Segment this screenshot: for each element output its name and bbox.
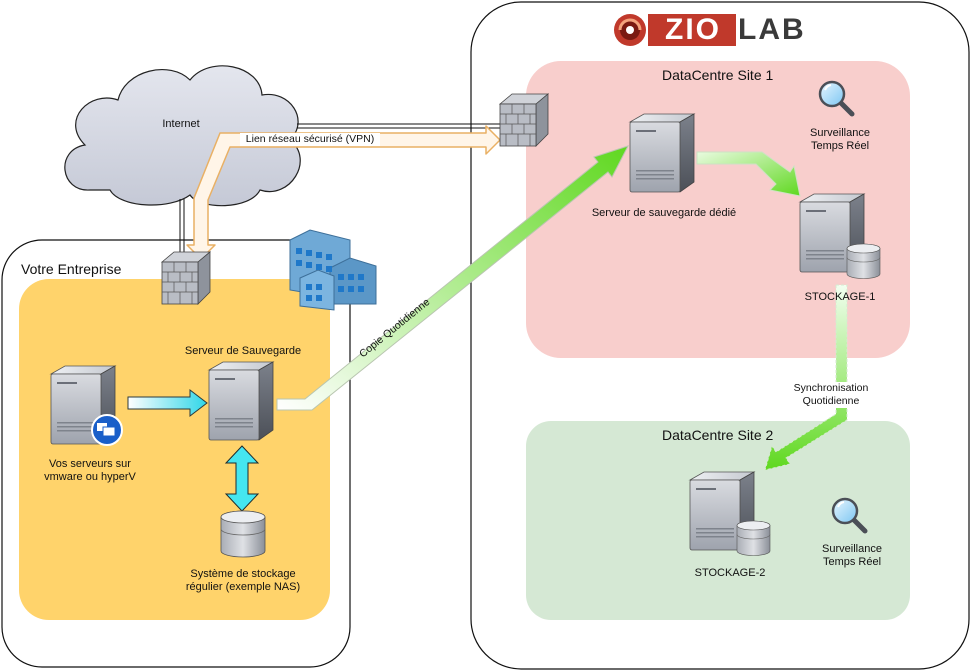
building-icon — [289, 229, 377, 311]
vm-badge-icon — [91, 414, 123, 446]
site1-zone — [526, 61, 910, 358]
site1-title: DataCentre Site 1 — [662, 67, 774, 83]
nas-label: Système de stockage régulier (exemple NA… — [170, 568, 316, 594]
site1-monitoring-line2: Temps Réel — [810, 140, 870, 152]
firewall-icon — [161, 251, 211, 305]
logo-red-block — [648, 14, 736, 46]
database-icon — [736, 520, 771, 556]
vpn-label: Lien réseau sécurisé (VPN) — [240, 133, 380, 146]
site2-monitoring-line2: Temps Réel — [822, 556, 882, 568]
database-icon — [220, 510, 266, 558]
site1-monitoring-label: Surveillance Temps Réel — [796, 127, 884, 153]
server-icon — [208, 361, 274, 441]
sync-arrow — [764, 284, 848, 471]
nas-line2: régulier (exemple NAS) — [185, 581, 301, 593]
sync-label: Synchronisation Quotidienne — [780, 382, 882, 408]
storage1-label: STOCKAGE-1 — [804, 291, 876, 303]
logo-zio: ZIO — [665, 13, 721, 46]
backup-server-label: Serveur de Sauvegarde — [184, 345, 302, 357]
site2-monitoring-label: Surveillance Temps Réel — [808, 543, 896, 569]
vm-servers-line2: vmware ou hyperV — [44, 471, 136, 483]
enterprise-title: Votre Entreprise — [21, 261, 122, 277]
site1-internal-arrow — [696, 151, 801, 197]
nas-line1: Système de stockage — [190, 568, 296, 580]
site1-monitoring-line1: Surveillance — [810, 127, 870, 139]
site2-monitoring-line1: Surveillance — [822, 543, 882, 555]
copy-daily-arrow — [276, 145, 630, 411]
vm-to-backup-arrow — [127, 388, 208, 418]
site2-title: DataCentre Site 2 — [662, 427, 774, 443]
internet-label: Internet — [162, 118, 200, 130]
logo-lab: LAB — [738, 13, 806, 46]
ziolab-logo-swirl — [614, 14, 646, 46]
firewall-icon — [499, 93, 549, 147]
database-icon — [846, 243, 881, 279]
vm-servers-line1: Vos serveurs sur — [49, 458, 131, 470]
sync-line1: Synchronisation — [793, 382, 869, 394]
storage2-label: STOCKAGE-2 — [694, 567, 766, 579]
server-icon — [629, 113, 695, 193]
dedicated-server-label: Serveur de sauvegarde dédié — [591, 207, 737, 219]
vm-servers-label: Vos serveurs sur vmware ou hyperV — [30, 458, 150, 484]
sync-line2: Quotidienne — [802, 395, 860, 407]
